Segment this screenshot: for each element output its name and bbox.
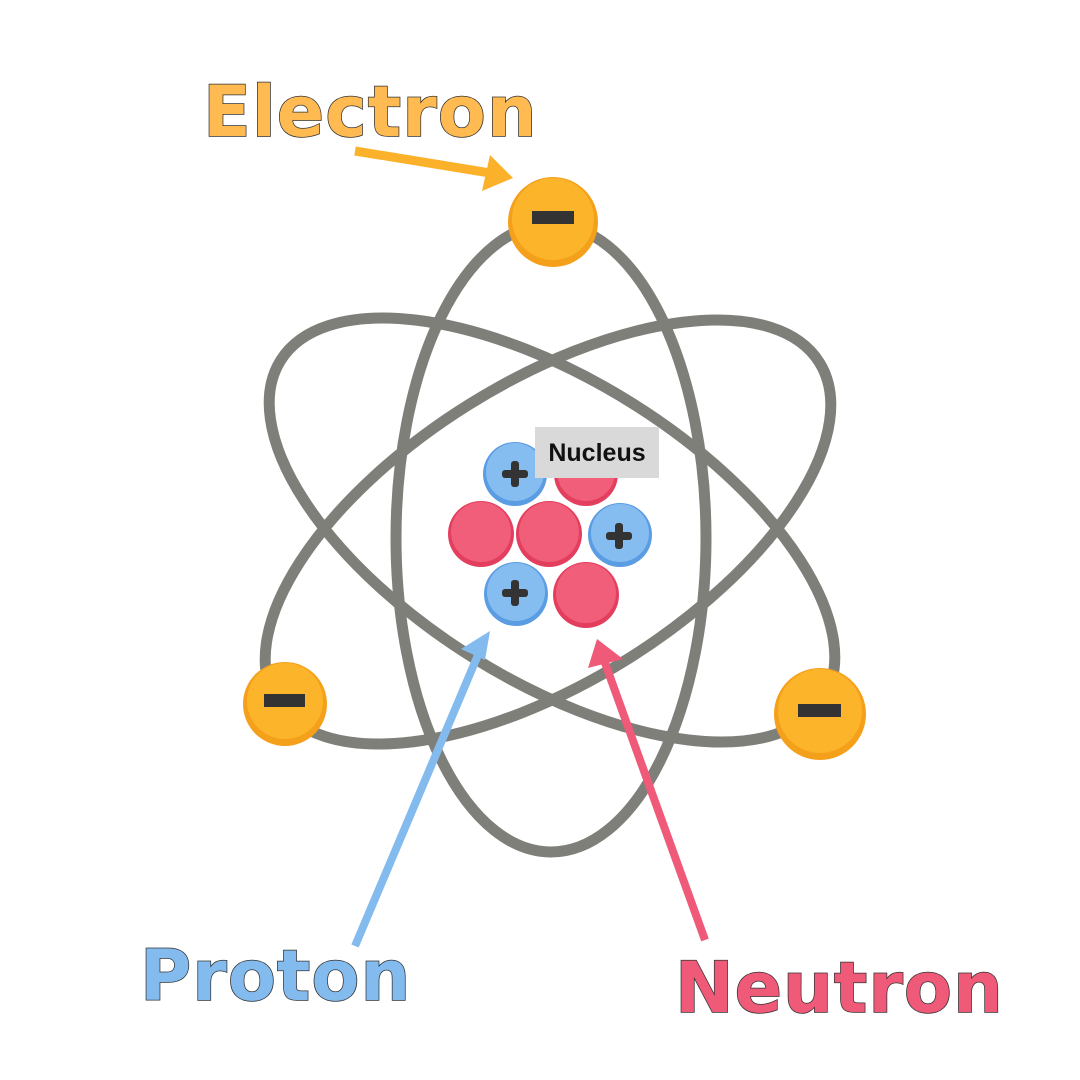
neutron-particle [448, 501, 514, 567]
neutron-particle [516, 501, 582, 567]
neutron-particle [553, 562, 619, 628]
proton-arrow [351, 631, 490, 948]
neutron-label: Neutron [675, 947, 1004, 1029]
neutron-arrow [588, 639, 709, 942]
arrows [351, 146, 709, 948]
nucleus-label: Nucleus [548, 439, 645, 467]
proton-particle [483, 442, 547, 506]
proton-particle [484, 562, 548, 626]
electron-particle-top [508, 177, 598, 267]
electrons [243, 177, 866, 760]
proton-label: Proton [140, 935, 411, 1017]
nucleus-label-bg [535, 427, 659, 478]
minus-icon [798, 704, 841, 717]
electron-label: Electron [203, 71, 538, 153]
nucleus: Nucleus [448, 427, 659, 628]
minus-icon [264, 694, 305, 707]
proton-particle [588, 503, 652, 567]
minus-icon [532, 211, 574, 224]
electron-particle-right [774, 668, 866, 760]
electron-arrow [354, 146, 513, 191]
electron-particle-left [243, 662, 327, 746]
